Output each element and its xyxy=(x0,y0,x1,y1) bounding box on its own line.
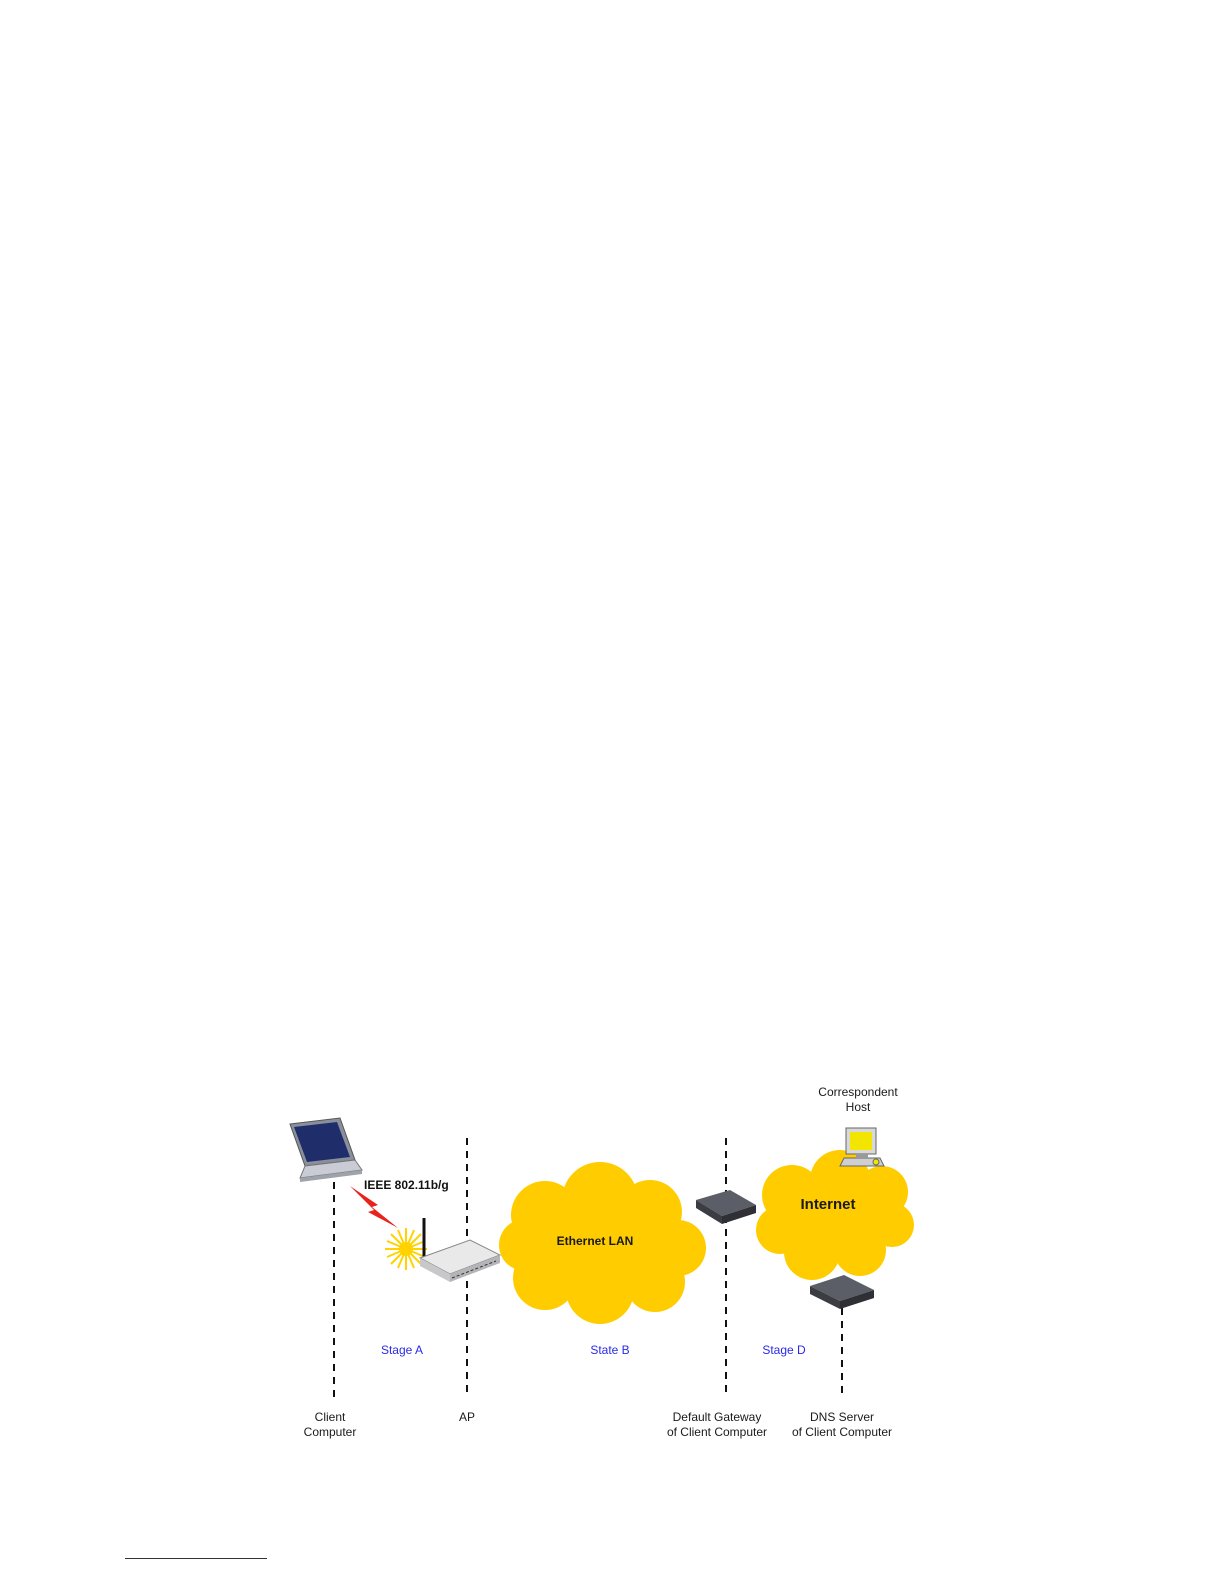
access-point-icon xyxy=(420,1218,500,1282)
router-icon xyxy=(810,1275,874,1309)
stage-b-label: State B xyxy=(570,1343,650,1357)
ap-label: AP xyxy=(437,1410,497,1425)
laptop-icon xyxy=(290,1118,362,1182)
stage-a-label: Stage A xyxy=(362,1343,442,1357)
router-icon xyxy=(696,1190,756,1224)
dns-server-label: DNS Server of Client Computer xyxy=(777,1410,907,1440)
default-gateway-label: Default Gateway of Client Computer xyxy=(652,1410,782,1440)
client-computer-label: Client Computer xyxy=(280,1410,380,1440)
correspondent-host-label: Correspondent Host xyxy=(798,1085,918,1115)
stage-d-label: Stage D xyxy=(744,1343,824,1357)
lightning-icon xyxy=(350,1186,398,1228)
ethernet-lan-label: Ethernet LAN xyxy=(535,1234,655,1248)
desktop-computer-icon xyxy=(840,1128,884,1166)
internet-cloud xyxy=(756,1150,914,1280)
internet-label: Internet xyxy=(778,1196,878,1213)
wireless-link-label: IEEE 802.11b/g xyxy=(364,1178,449,1192)
footnote-divider xyxy=(125,1558,267,1559)
